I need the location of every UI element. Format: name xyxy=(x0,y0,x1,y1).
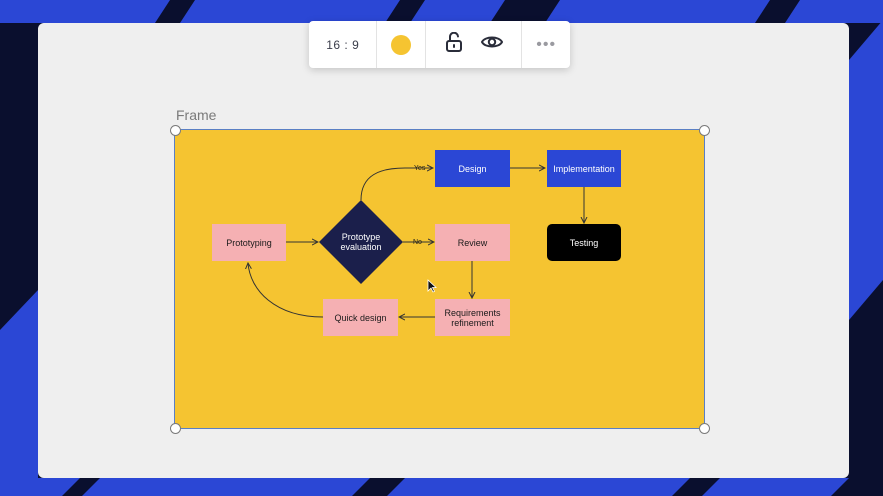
node-requirements-line1: Requirements xyxy=(444,307,501,318)
toolbar-icon-group xyxy=(426,21,523,68)
resize-handle-top-right[interactable] xyxy=(699,125,710,136)
node-prototype-evaluation-line1: Prototype xyxy=(341,232,381,242)
resize-handle-top-left[interactable] xyxy=(170,125,181,136)
flowchart-connectors: Yes No xyxy=(175,130,704,428)
resize-handle-bottom-right[interactable] xyxy=(699,423,710,434)
node-testing[interactable]: Testing xyxy=(547,224,621,261)
resize-handle-bottom-left[interactable] xyxy=(170,423,181,434)
aspect-ratio-button[interactable]: 16 : 9 xyxy=(309,21,378,68)
node-testing-label: Testing xyxy=(569,237,599,248)
node-requirements-refinement[interactable]: Requirements refinement xyxy=(435,299,510,336)
frame[interactable]: Yes No Prototyping Prototype evaluation … xyxy=(174,129,705,429)
node-implementation-label: Implementation xyxy=(553,163,615,174)
mouse-cursor-icon xyxy=(427,279,437,293)
frame-label[interactable]: Frame xyxy=(176,107,217,123)
edge-label-yes: Yes xyxy=(414,165,426,172)
prototype-evaluation-diamond xyxy=(319,200,403,284)
fill-color-button[interactable] xyxy=(377,21,427,68)
node-review-label: Review xyxy=(457,237,488,248)
node-review[interactable]: Review xyxy=(435,224,510,261)
more-options-button[interactable]: ••• xyxy=(522,21,570,68)
more-icon: ••• xyxy=(536,35,557,53)
node-prototyping-label: Prototyping xyxy=(226,237,272,248)
node-quick-design[interactable]: Quick design xyxy=(323,299,398,336)
color-swatch xyxy=(391,34,412,55)
node-requirements-label: Requirements refinement xyxy=(444,308,500,328)
node-prototype-evaluation[interactable]: Prototype evaluation xyxy=(321,232,401,252)
node-quick-design-label: Quick design xyxy=(334,312,387,323)
aspect-ratio-label: 16 : 9 xyxy=(326,37,360,52)
frame-toolbar: 16 : 9 ••• xyxy=(309,21,570,68)
lock-open-icon[interactable] xyxy=(445,31,463,57)
eye-icon[interactable] xyxy=(480,34,503,55)
edge-label-no: No xyxy=(413,239,422,246)
node-design[interactable]: Design xyxy=(435,150,510,187)
node-design-label: Design xyxy=(458,163,487,174)
node-prototype-evaluation-line2: evaluation xyxy=(340,242,382,252)
node-prototyping[interactable]: Prototyping xyxy=(212,224,286,261)
node-requirements-line2: refinement xyxy=(451,317,494,328)
node-implementation[interactable]: Implementation xyxy=(547,150,621,187)
